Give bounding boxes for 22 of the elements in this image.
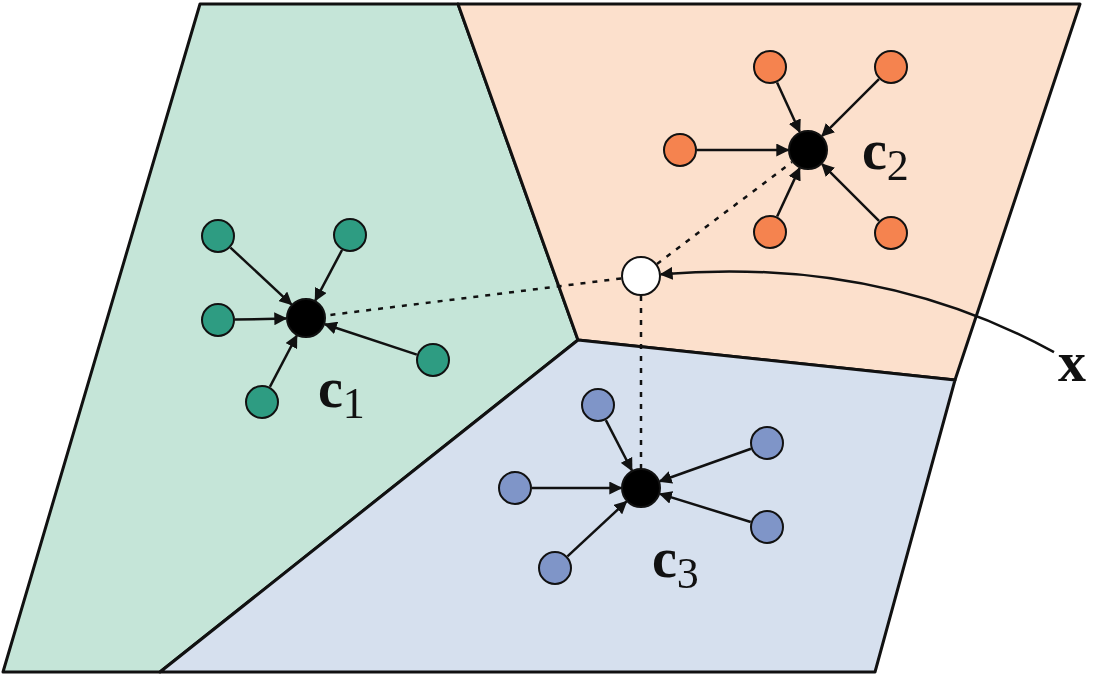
- arrow: [776, 166, 801, 218]
- arrow: [566, 500, 628, 558]
- arrow: [659, 267, 1055, 354]
- dashed-line: [656, 161, 793, 265]
- centroid-label: c$_{2}$: [862, 122, 909, 188]
- centroid-label: c$_{1}$: [318, 360, 365, 426]
- arrow: [604, 419, 633, 472]
- arrow: [775, 81, 801, 133]
- arrow: [658, 447, 752, 484]
- arrow: [532, 481, 623, 495]
- arrow: [234, 312, 288, 326]
- arrow: [821, 78, 880, 137]
- point-label: x: [1058, 334, 1086, 390]
- arrow: [229, 246, 293, 306]
- dashed-line: [639, 296, 643, 468]
- arrow: [821, 163, 880, 222]
- arrow: [314, 249, 344, 302]
- arrow: [323, 321, 418, 356]
- arrow: [697, 143, 790, 157]
- centroid-label: c$_{3}$: [652, 530, 699, 596]
- arrow: [268, 334, 298, 388]
- arrow: [658, 491, 752, 524]
